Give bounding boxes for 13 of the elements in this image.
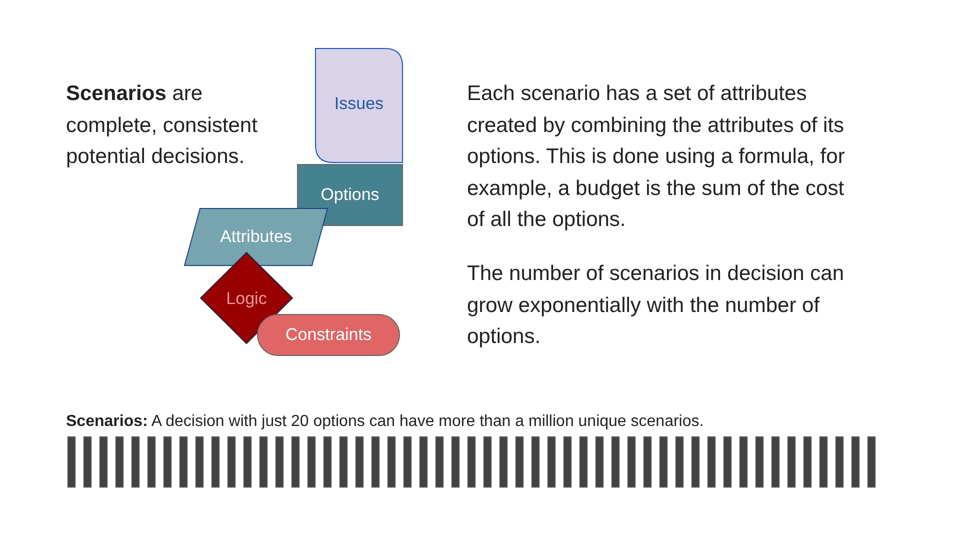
data-parallelogram [184,208,328,266]
node-label: Attributes [220,227,292,247]
terminal-pill [257,314,400,356]
text-paragraph: Each scenario has a set of attributes created by combining the attributes of its options. This is done using a formula, for example, a budget is the sum of the cost of all the options. [467,81,846,233]
node-label: Logic [226,289,267,309]
node-label: Issues [334,94,384,114]
text-paragraph: Scenarios are complete, consistent potential decisions. [66,81,258,170]
process-box [297,164,403,226]
node-label: Constraints [286,325,372,345]
text-paragraph: The number of scenarios in decision can grow exponentially with the number of options. [467,261,846,350]
rounded-box [315,48,403,163]
text-paragraph: Scenarios: A decision with just 20 options can have more than a million unique scenarios. [66,412,705,432]
node-label: Options [320,185,380,205]
